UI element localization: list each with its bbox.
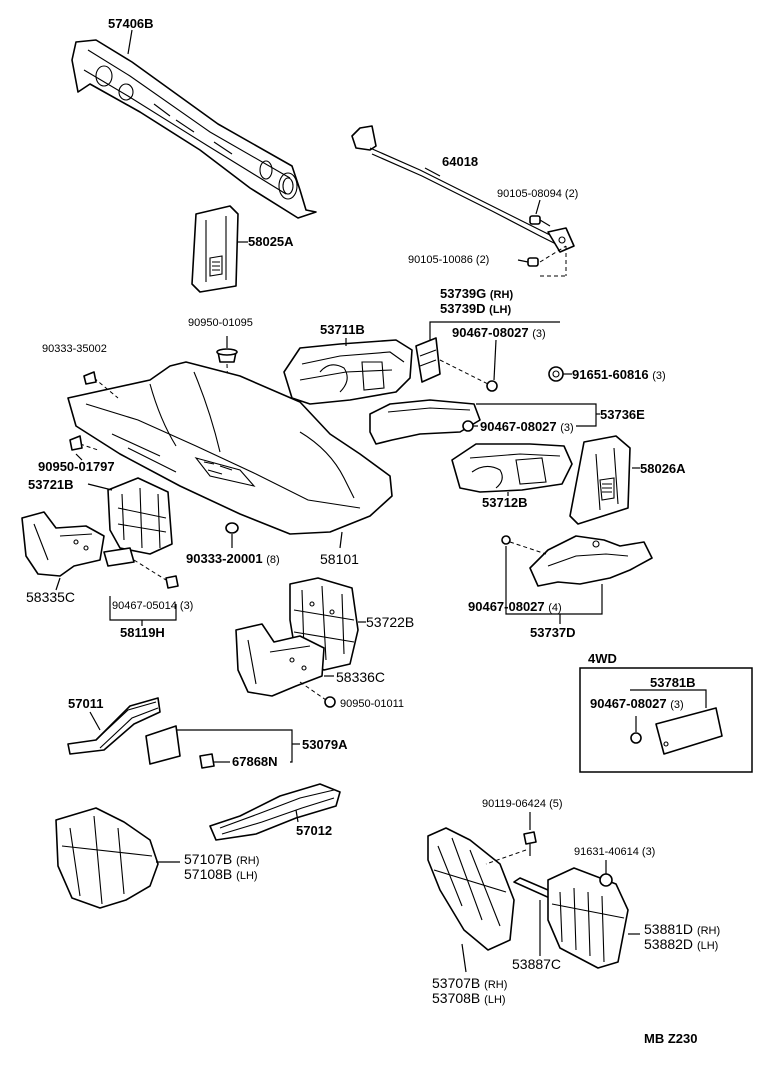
label-57406B: 57406B — [108, 16, 154, 31]
diagram-code: MB Z230 — [644, 1031, 698, 1046]
nut-91631-40614-drawing — [599, 873, 613, 887]
label-57011: 57011 — [68, 696, 104, 711]
part-64018-drawing — [351, 125, 575, 253]
label-58336C: 58336C — [336, 669, 386, 685]
label-53881D: 53881D (RH) — [644, 921, 721, 937]
clip-67868N-drawing — [199, 753, 230, 769]
label-90467-08027-d: 90467-08027 (3) — [590, 696, 684, 712]
part-53881D-drawing — [547, 867, 629, 969]
label-53711B: 53711B — [320, 322, 365, 337]
label-58335C: 58335C — [26, 589, 76, 605]
label-90119-06424: 90119-06424 (5) — [482, 798, 563, 810]
part-53707B-drawing — [427, 827, 515, 951]
part-53711B-drawing — [283, 339, 413, 405]
label-57108B: 57108B (LH) — [184, 866, 258, 882]
label-64018: 64018 — [442, 154, 479, 169]
label-67868N: 67868N — [232, 754, 278, 769]
part-53781B-drawing — [655, 707, 723, 755]
nut-91651-60816-drawing — [548, 366, 564, 382]
label-53736E: 53736E — [600, 407, 645, 422]
label-53079A: 53079A — [302, 737, 348, 752]
part-53712B-drawing — [451, 443, 573, 493]
label-58101: 58101 — [320, 551, 359, 567]
label-53737D: 53737D — [530, 625, 576, 640]
label-58025A: 58025A — [248, 234, 294, 249]
label-90105-08094: 90105-08094 (2) — [497, 188, 579, 200]
label-57012: 57012 — [296, 823, 333, 838]
label-90105-10086: 90105-10086 (2) — [408, 254, 490, 266]
label-53739G: 53739G (RH) — [440, 286, 514, 302]
label-90950-01797: 90950-01797 — [38, 459, 115, 474]
label-53707B: 53707B (RH) — [432, 975, 508, 991]
bolt-90105-10086-drawing — [527, 257, 539, 267]
part-53079A-drawing — [145, 725, 181, 765]
label-90950-01095: 90950-01095 — [188, 317, 253, 329]
label-58026A: 58026A — [640, 461, 686, 476]
label-53882D: 53882D (LH) — [644, 936, 719, 952]
label-90333-20001: 90333-20001 (8) — [186, 551, 280, 567]
part-58101-drawing — [67, 361, 393, 535]
label-53722B: 53722B — [366, 614, 415, 630]
label-90333-35002: 90333-35002 — [42, 343, 107, 355]
label-91651-60816: 91651-60816 (3) — [572, 367, 666, 383]
label-91631-40614: 91631-40614 (3) — [574, 846, 656, 858]
label-58119H: 58119H — [120, 625, 165, 640]
part-53721B-drawing — [107, 477, 173, 555]
label-53721B: 53721B — [28, 477, 74, 492]
4wd-box — [579, 667, 753, 773]
label-90467-08027-b: 90467-08027 (3) — [480, 419, 574, 435]
label-90467-08027-c: 90467-08027 (4) — [468, 599, 562, 615]
part-53736E-drawing — [369, 399, 481, 445]
part-57406B-drawing — [71, 39, 317, 219]
label-90950-01011: 90950-01011 — [340, 698, 405, 710]
bolt-90119-06424-drawing — [523, 831, 537, 856]
label-57107B: 57107B (RH) — [184, 851, 260, 867]
part-57012-drawing — [209, 783, 341, 841]
part-57011-drawing — [67, 697, 161, 755]
part-58335C-drawing — [21, 511, 105, 577]
label-53887C: 53887C — [512, 956, 562, 972]
label-53781B: 53781B — [650, 675, 696, 690]
label-53712B: 53712B — [482, 495, 528, 510]
part-58026A-drawing — [569, 435, 631, 525]
plug-90333-20001-drawing — [225, 522, 239, 534]
label-53708B: 53708B (LH) — [432, 990, 506, 1006]
part-57107B-drawing — [55, 807, 159, 909]
part-53739-drawing — [415, 337, 441, 383]
grommet-90950-01095-drawing — [216, 348, 238, 363]
label-90467-05014: 90467-05014 (3) — [112, 600, 194, 612]
label-90467-08027-a: 90467-08027 (3) — [452, 325, 546, 341]
part-58025A-drawing — [191, 205, 239, 293]
bolt-90105-08094-drawing — [529, 215, 551, 227]
part-58119H-drawing — [103, 547, 135, 567]
label-4WD: 4WD — [588, 651, 617, 666]
part-58336C-drawing — [235, 623, 325, 697]
label-53739D: 53739D (LH) — [440, 301, 512, 317]
part-53737D-drawing — [529, 535, 653, 587]
